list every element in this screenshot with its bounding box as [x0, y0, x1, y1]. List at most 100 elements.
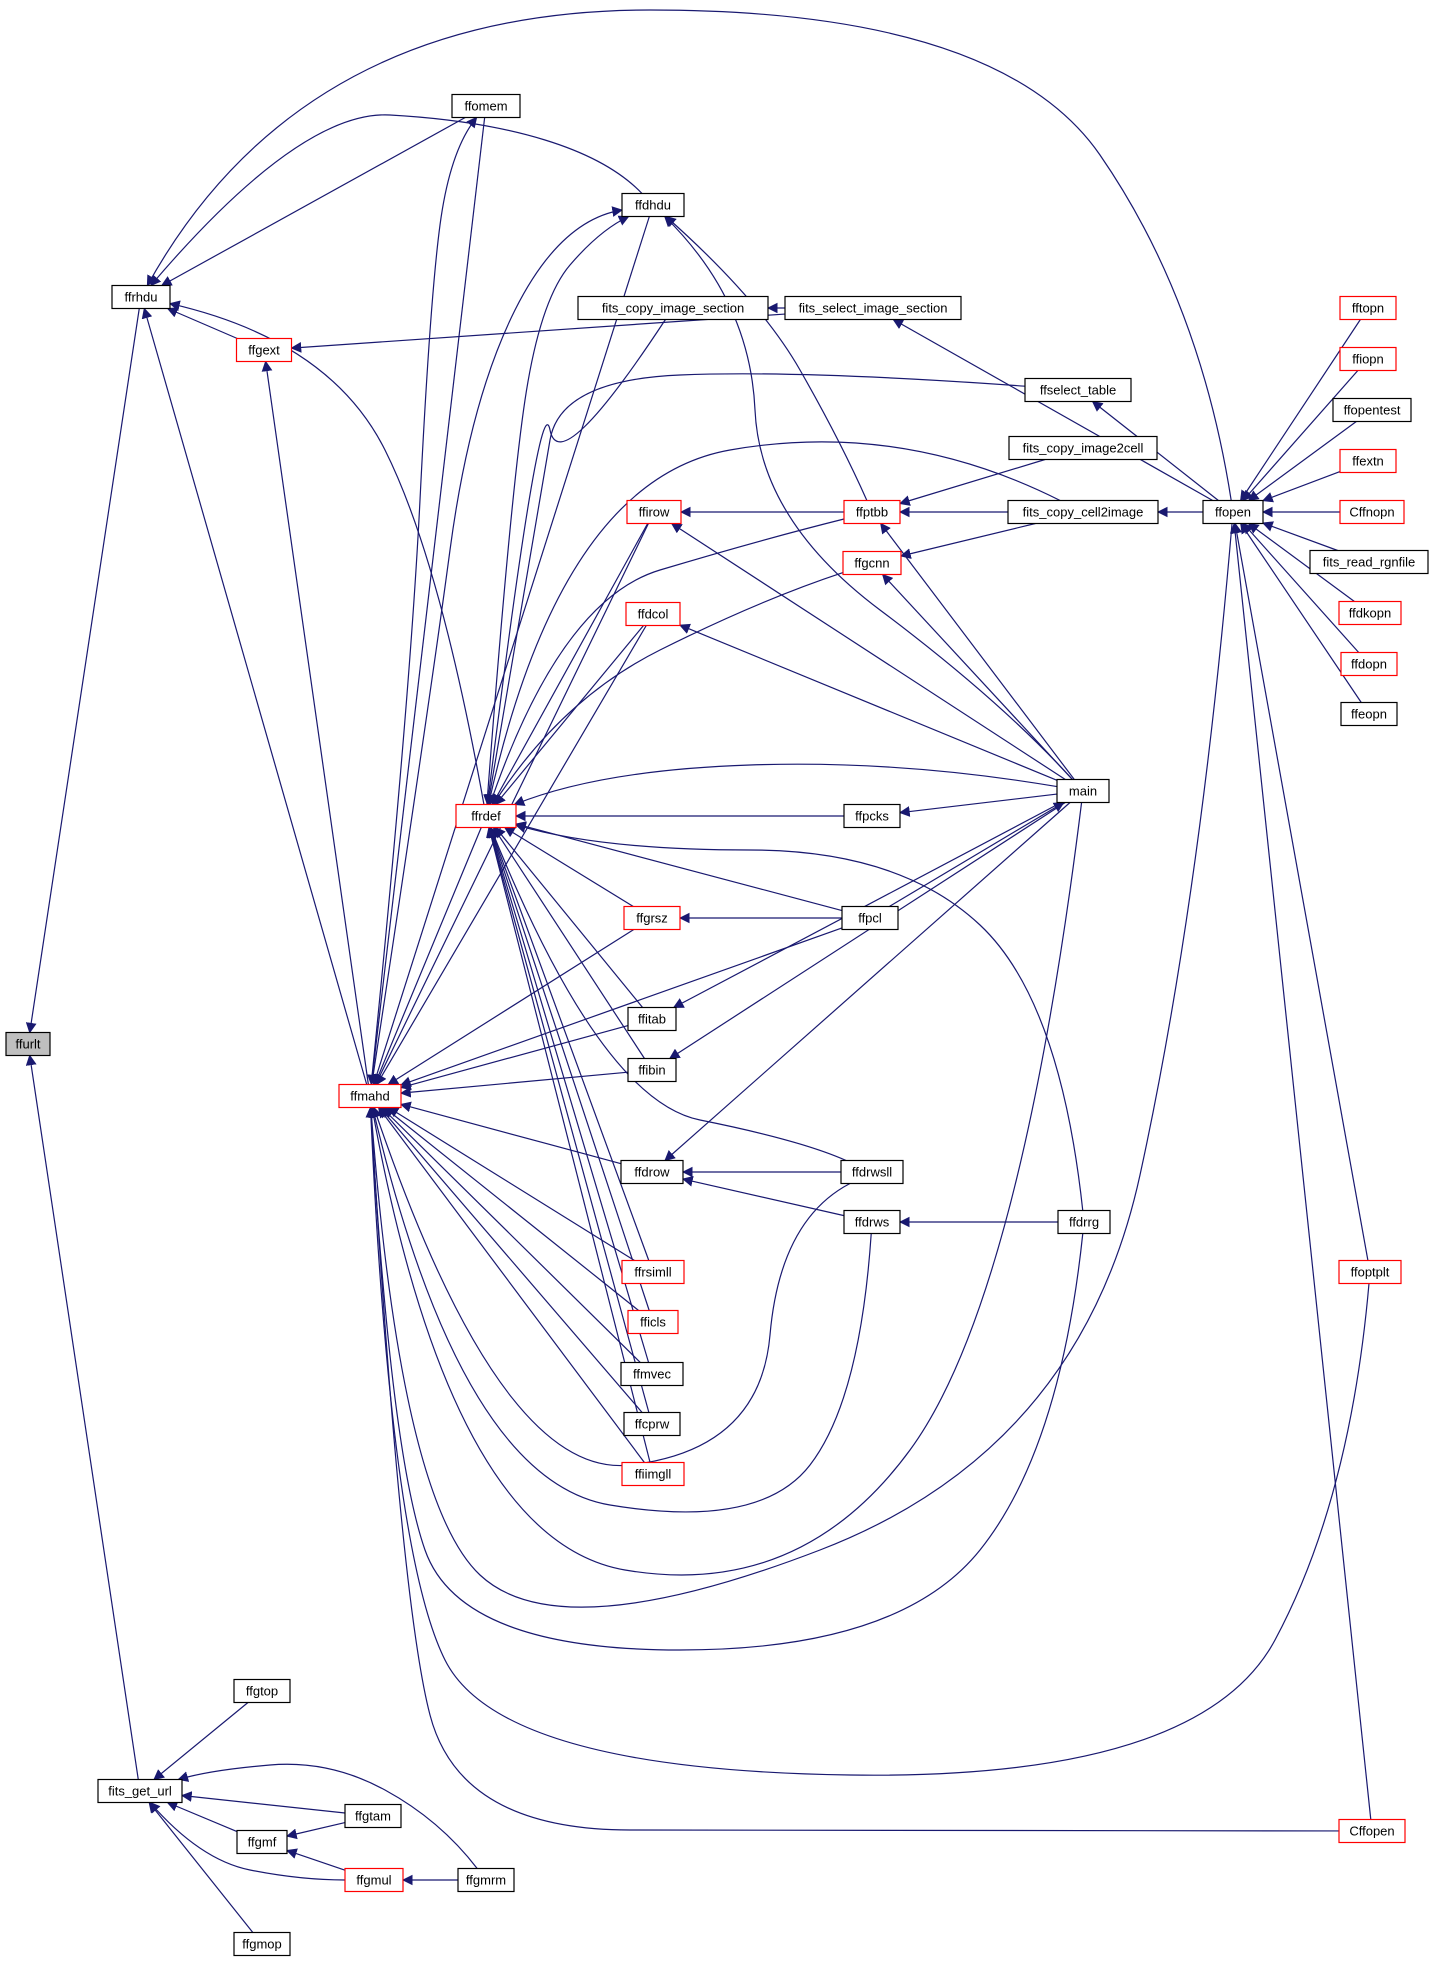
node-ffgcnn[interactable]: ffgcnn [842, 550, 902, 576]
edge-main-to-ffmahd [368, 802, 1083, 1576]
edge-ffdkopn-to-ffopen [1247, 522, 1355, 602]
edge-ffrhdu-to-ffurlt [25, 308, 140, 1034]
node-ffextn[interactable]: ffextn [1339, 448, 1397, 474]
node-box-ffgext [235, 337, 293, 363]
node-Cffnopn[interactable]: Cffnopn [1339, 499, 1405, 525]
node-ffoptplt[interactable]: ffoptplt [1338, 1259, 1402, 1285]
node-ffgext[interactable]: ffgext [235, 337, 293, 363]
edge-ffomem-to-ffrhdu [160, 116, 466, 287]
call-nodes: ffurltffrhduffgextffomemffdhdufits_copy_… [5, 93, 1429, 1957]
edge-fits_copy_cell2image-to-ffrdef [485, 441, 1061, 806]
node-ffgtam: ffgtam [344, 1803, 402, 1829]
node-label-ffgmul: ffgmul [356, 1873, 391, 1888]
node-ffopentest: ffopentest [1332, 397, 1412, 423]
edge-ffrdef-to-ffmahd [373, 827, 482, 1086]
edge-ffgtam-to-fits_get_url [180, 1791, 346, 1814]
node-box-ffomem [451, 93, 521, 119]
edge-ffdrwsll-to-ffrdef [489, 826, 847, 1162]
node-fits_copy_cell2image: fits_copy_cell2image [1007, 499, 1159, 525]
node-box-ffrdef [455, 803, 517, 829]
node-label-ffitab: ffitab [638, 1012, 666, 1027]
node-ffgrsz[interactable]: ffgrsz [623, 905, 681, 931]
node-box-ffdhdu [621, 192, 685, 218]
node-ffpcks: ffpcks [843, 803, 901, 829]
node-label-ffdcol: ffdcol [638, 607, 669, 622]
edge-ffdhdu-to-ffrhdu [150, 114, 643, 287]
node-label-ffgmop: ffgmop [242, 1937, 282, 1952]
node-ffrsimll[interactable]: ffrsimll [621, 1259, 685, 1285]
node-label-ffgtop: ffgtop [246, 1684, 278, 1699]
node-label-ffselect_table: ffselect_table [1040, 383, 1116, 398]
node-box-ffitab [627, 1006, 677, 1032]
node-ffmahd[interactable]: ffmahd [338, 1083, 402, 1109]
node-fftopn[interactable]: fftopn [1339, 295, 1397, 321]
node-box-ffopentest [1332, 397, 1412, 423]
node-box-fits_get_url [97, 1778, 183, 1804]
edge-ffibin-to-ffrdef [492, 826, 645, 1059]
node-ffrdef[interactable]: ffrdef [455, 803, 517, 829]
edge-main-to-ffirow [670, 522, 1066, 781]
node-ffpcl: ffpcl [841, 905, 899, 931]
node-label-ffoptplt: ffoptplt [1351, 1265, 1390, 1280]
edge-Cffopen-to-ffmahd [365, 1106, 1340, 1832]
edge-ffiopn-to-ffopen [1242, 370, 1359, 502]
node-box-ffeopn [1340, 701, 1398, 727]
edge-ffdopn-to-ffopen [1242, 522, 1360, 653]
node-label-fits_get_url: fits_get_url [108, 1784, 172, 1799]
node-label-ffdrws: ffdrws [855, 1215, 890, 1230]
edge-fits_get_url-to-ffurlt [25, 1054, 139, 1780]
node-label-fficls: fficls [640, 1315, 666, 1330]
node-ffdhdu: ffdhdu [621, 192, 685, 218]
edge-ffpcl-to-ffmahd [399, 927, 843, 1087]
node-ffselect_table: ffselect_table [1024, 377, 1132, 403]
node-box-ffopen [1202, 499, 1264, 525]
node-label-ffdrwsll: ffdrwsll [852, 1165, 892, 1180]
node-fits_get_url: fits_get_url [97, 1778, 183, 1804]
node-label-fftopn: fftopn [1352, 301, 1384, 316]
node-box-fits_select_image_section [784, 295, 962, 321]
node-box-ffpcks [843, 803, 901, 829]
edge-ffgtop-to-fits_get_url [153, 1702, 249, 1781]
node-label-ffdkopn: ffdkopn [1349, 606, 1391, 621]
edge-ffgcnn-to-ffrdef [492, 572, 844, 806]
node-label-ffgcnn: ffgcnn [854, 556, 889, 571]
node-box-ffgmrm [457, 1867, 515, 1893]
node-Cffopen[interactable]: Cffopen [1338, 1818, 1406, 1844]
edge-ffmahd-to-ffomem [370, 116, 478, 1085]
node-label-ffopentest: ffopentest [1344, 403, 1401, 418]
edge-ffmahd-to-ffrhdu [141, 307, 368, 1085]
edge-ffpcl-to-ffrdef [514, 821, 843, 912]
node-ffdkopn[interactable]: ffdkopn [1338, 600, 1402, 626]
edge-ffgrsz-to-ffmahd [387, 928, 635, 1086]
node-box-ffdrwsll [840, 1159, 904, 1185]
node-ffdopn[interactable]: ffdopn [1340, 651, 1398, 677]
node-box-main [1056, 778, 1110, 804]
node-fits_copy_image_section: fits_copy_image_section [577, 295, 769, 321]
node-ffopen: ffopen [1202, 499, 1264, 525]
edge-ffpcl-to-main [888, 801, 1065, 908]
node-box-ffiimgll [621, 1461, 685, 1487]
edge-ffopen-to-ffmahd [366, 523, 1233, 1608]
node-ffgmul[interactable]: ffgmul [344, 1867, 404, 1893]
node-label-fits_select_image_section: fits_select_image_section [799, 301, 948, 316]
node-label-ffrhdu: ffrhdu [124, 290, 157, 305]
node-ffdcol[interactable]: ffdcol [625, 601, 681, 627]
edge-ffmvec-to-ffmahd [380, 1106, 641, 1363]
node-ffirow[interactable]: ffirow [626, 499, 682, 525]
node-label-Cffnopn: Cffnopn [1349, 505, 1394, 520]
node-box-ffiopn [1339, 346, 1397, 372]
node-box-ffgmf [236, 1829, 288, 1855]
edge-ffrdef-to-ffdhdu [486, 215, 630, 805]
edge-ffoptplt-to-ffopen [1231, 522, 1369, 1261]
node-label-ffopen: ffopen [1215, 505, 1251, 520]
node-box-ffdrrg [1057, 1209, 1111, 1235]
node-ffiimgll[interactable]: ffiimgll [621, 1461, 685, 1487]
node-label-ffrsimll: ffrsimll [634, 1265, 671, 1280]
edge-ffdcol-to-ffrdef [494, 625, 644, 806]
node-box-ffirow [626, 499, 682, 525]
node-box-ffdkopn [1338, 600, 1402, 626]
node-ffiopn[interactable]: ffiopn [1339, 346, 1397, 372]
node-fficls[interactable]: fficls [627, 1309, 679, 1335]
node-ffptbb[interactable]: ffptbb [843, 499, 901, 525]
edge-ffiimgll-to-ffrdef [486, 826, 651, 1463]
